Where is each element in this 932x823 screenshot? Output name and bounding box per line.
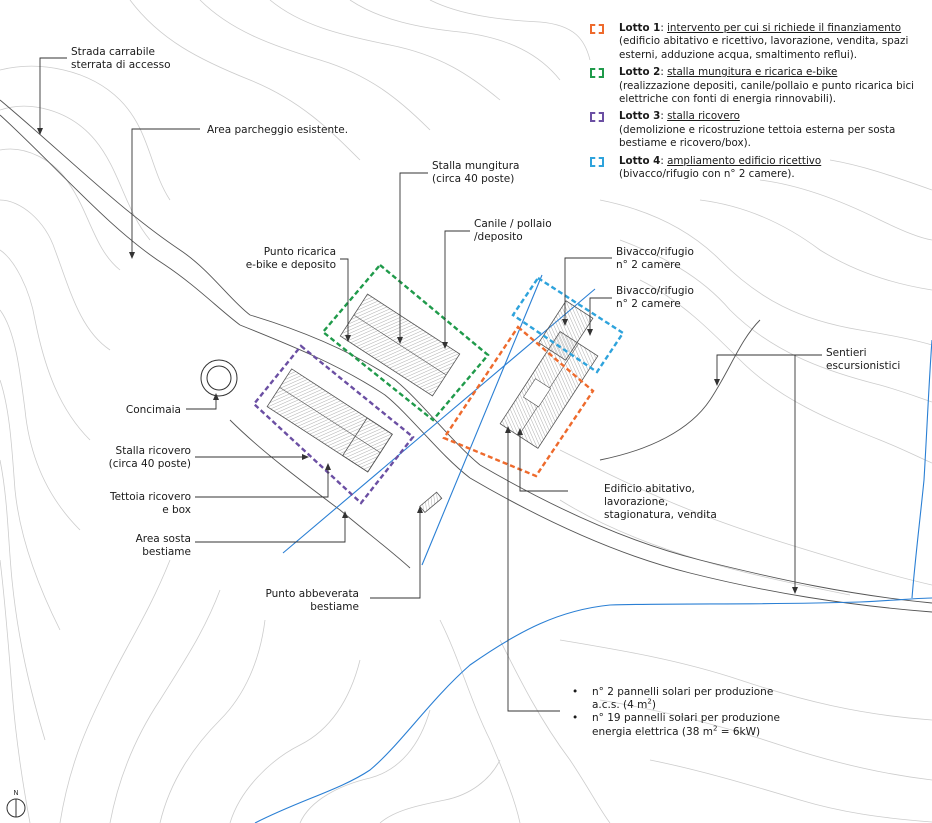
solar-panels-note: • n° 2 pannelli solari per produzione a.… — [572, 686, 802, 739]
label-edificio-abitativo: stagionatura, vendita — [604, 509, 717, 521]
lotto-4-outline — [511, 276, 625, 374]
label-abbeverata: Punto abbeverata — [265, 588, 359, 600]
label-sentieri: Sentieri — [826, 347, 867, 359]
label-sentieri: escursionistici — [826, 360, 900, 372]
legend-lot-desc: (realizzazione depositi, canile/pollaio … — [619, 79, 915, 106]
label-bivacco-b: n° 2 camere — [616, 298, 681, 310]
solar-text: = 6kW) — [717, 725, 761, 738]
leader-lines — [39, 57, 822, 712]
label-edificio-abitativo: Edificio abitativo, — [604, 483, 695, 495]
solar-item-electric: • n° 19 pannelli solari per produzione e… — [572, 712, 802, 738]
solar-unit-sup: 2 — [712, 724, 718, 733]
legend-item-lotto-4: Lotto 4: ampliamento edificio ricettivo … — [590, 155, 925, 182]
legend-lot-title: stalla ricovero — [667, 110, 740, 123]
abbeverata-trough — [419, 491, 443, 514]
water-lines — [254, 274, 932, 823]
label-concimaia: Concimaia — [126, 404, 181, 416]
legend-lot-name: Lotto 1 — [619, 22, 661, 34]
bullet: • — [572, 712, 579, 725]
legend-lot-title: stalla mungitura e ricarica e-bike — [667, 66, 838, 79]
lots-legend: Lotto 1: intervento per cui si richiede … — [590, 22, 925, 185]
legend-item-lotto-3: Lotto 3: stalla ricovero (demolizione e … — [590, 110, 925, 150]
solar-item-acs: • n° 2 pannelli solari per produzione a.… — [572, 686, 802, 712]
lot-outlines — [252, 263, 625, 505]
label-canile: /deposito — [474, 231, 523, 243]
access-road — [0, 99, 932, 613]
label-area-sosta: Area sosta — [136, 533, 191, 545]
label-parcheggio: Area parcheggio esistente. — [207, 124, 348, 136]
legend-swatch-lotto-1 — [590, 24, 604, 34]
label-stalla-mungitura: (circa 40 poste) — [432, 173, 514, 185]
solar-text: ) — [651, 699, 656, 712]
legend-swatch-lotto-4 — [590, 156, 604, 167]
solar-text: a.c.s. (4 m — [592, 699, 648, 712]
north-label: N — [13, 789, 18, 797]
bullet: • — [572, 686, 579, 698]
label-canile: Canile / pollaio — [474, 218, 552, 230]
label-stalla-mungitura: Stalla mungitura — [432, 160, 519, 172]
solar-unit-sup: 2 — [647, 697, 652, 706]
solar-text: n° 19 pannelli solari per produzione — [592, 712, 780, 725]
legend-swatch-lotto-3 — [590, 112, 604, 123]
label-edificio-abitativo: lavorazione, — [604, 496, 668, 508]
solar-text: n° 2 pannelli solari per produzione — [592, 686, 774, 698]
concimaia-tank — [200, 359, 238, 397]
north-arrow: N — [6, 789, 26, 818]
label-bivacco-a: Bivacco/rifugio — [616, 246, 694, 258]
label-ricarica: e-bike e deposito — [246, 259, 336, 271]
label-ricarica: Punto ricarica — [264, 246, 336, 258]
label-tettoia: Tettoia ricovero — [109, 491, 191, 503]
legend-lot-name: Lotto 4 — [619, 154, 661, 167]
lotto-3-outline — [252, 344, 415, 505]
label-bivacco-a: n° 2 camere — [616, 259, 681, 271]
legend-lot-title: ampliamento edificio ricettivo — [667, 154, 822, 167]
label-bivacco-b: Bivacco/rifugio — [616, 285, 694, 297]
solar-text: energia elettrica (38 m — [592, 725, 713, 738]
label-stalla-ricovero: Stalla ricovero — [116, 445, 191, 457]
label-tettoia: e box — [162, 504, 191, 516]
leader-arrowheads — [37, 128, 798, 594]
label-stalla-ricovero: (circa 40 poste) — [109, 458, 191, 470]
legend-lot-title: intervento per cui si richiede il finanz… — [667, 22, 902, 34]
plan-labels: Strada carrabile sterrata di accesso Are… — [71, 46, 900, 613]
legend-lot-desc: (edificio abitativo e ricettivo, lavoraz… — [619, 35, 909, 61]
legend-swatch-lotto-2 — [590, 68, 604, 79]
label-strada: Strada carrabile — [71, 46, 155, 58]
label-area-sosta: bestiame — [142, 546, 191, 558]
label-abbeverata: bestiame — [310, 601, 359, 613]
legend-lot-name: Lotto 3 — [619, 110, 661, 123]
legend-lot-desc: (demolizione e ricostruzione tettoia est… — [619, 123, 896, 150]
lotto-1-outline — [442, 325, 595, 478]
stalla-ricovero-building — [266, 368, 393, 473]
legend-lot-desc: (bivacco/rifugio con n° 2 camere). — [619, 168, 795, 181]
lotto-2-outline — [321, 263, 490, 422]
label-strada: sterrata di accesso — [71, 59, 171, 71]
stalla-mungitura-building — [339, 293, 461, 397]
legend-item-lotto-2: Lotto 2: stalla mungitura e ricarica e-b… — [590, 66, 925, 106]
bivacco-building — [538, 300, 594, 361]
legend-lot-name: Lotto 2 — [619, 66, 661, 79]
edificio-abitativo-building — [499, 330, 599, 449]
legend-item-lotto-1: Lotto 1: intervento per cui si richiede … — [590, 22, 925, 62]
